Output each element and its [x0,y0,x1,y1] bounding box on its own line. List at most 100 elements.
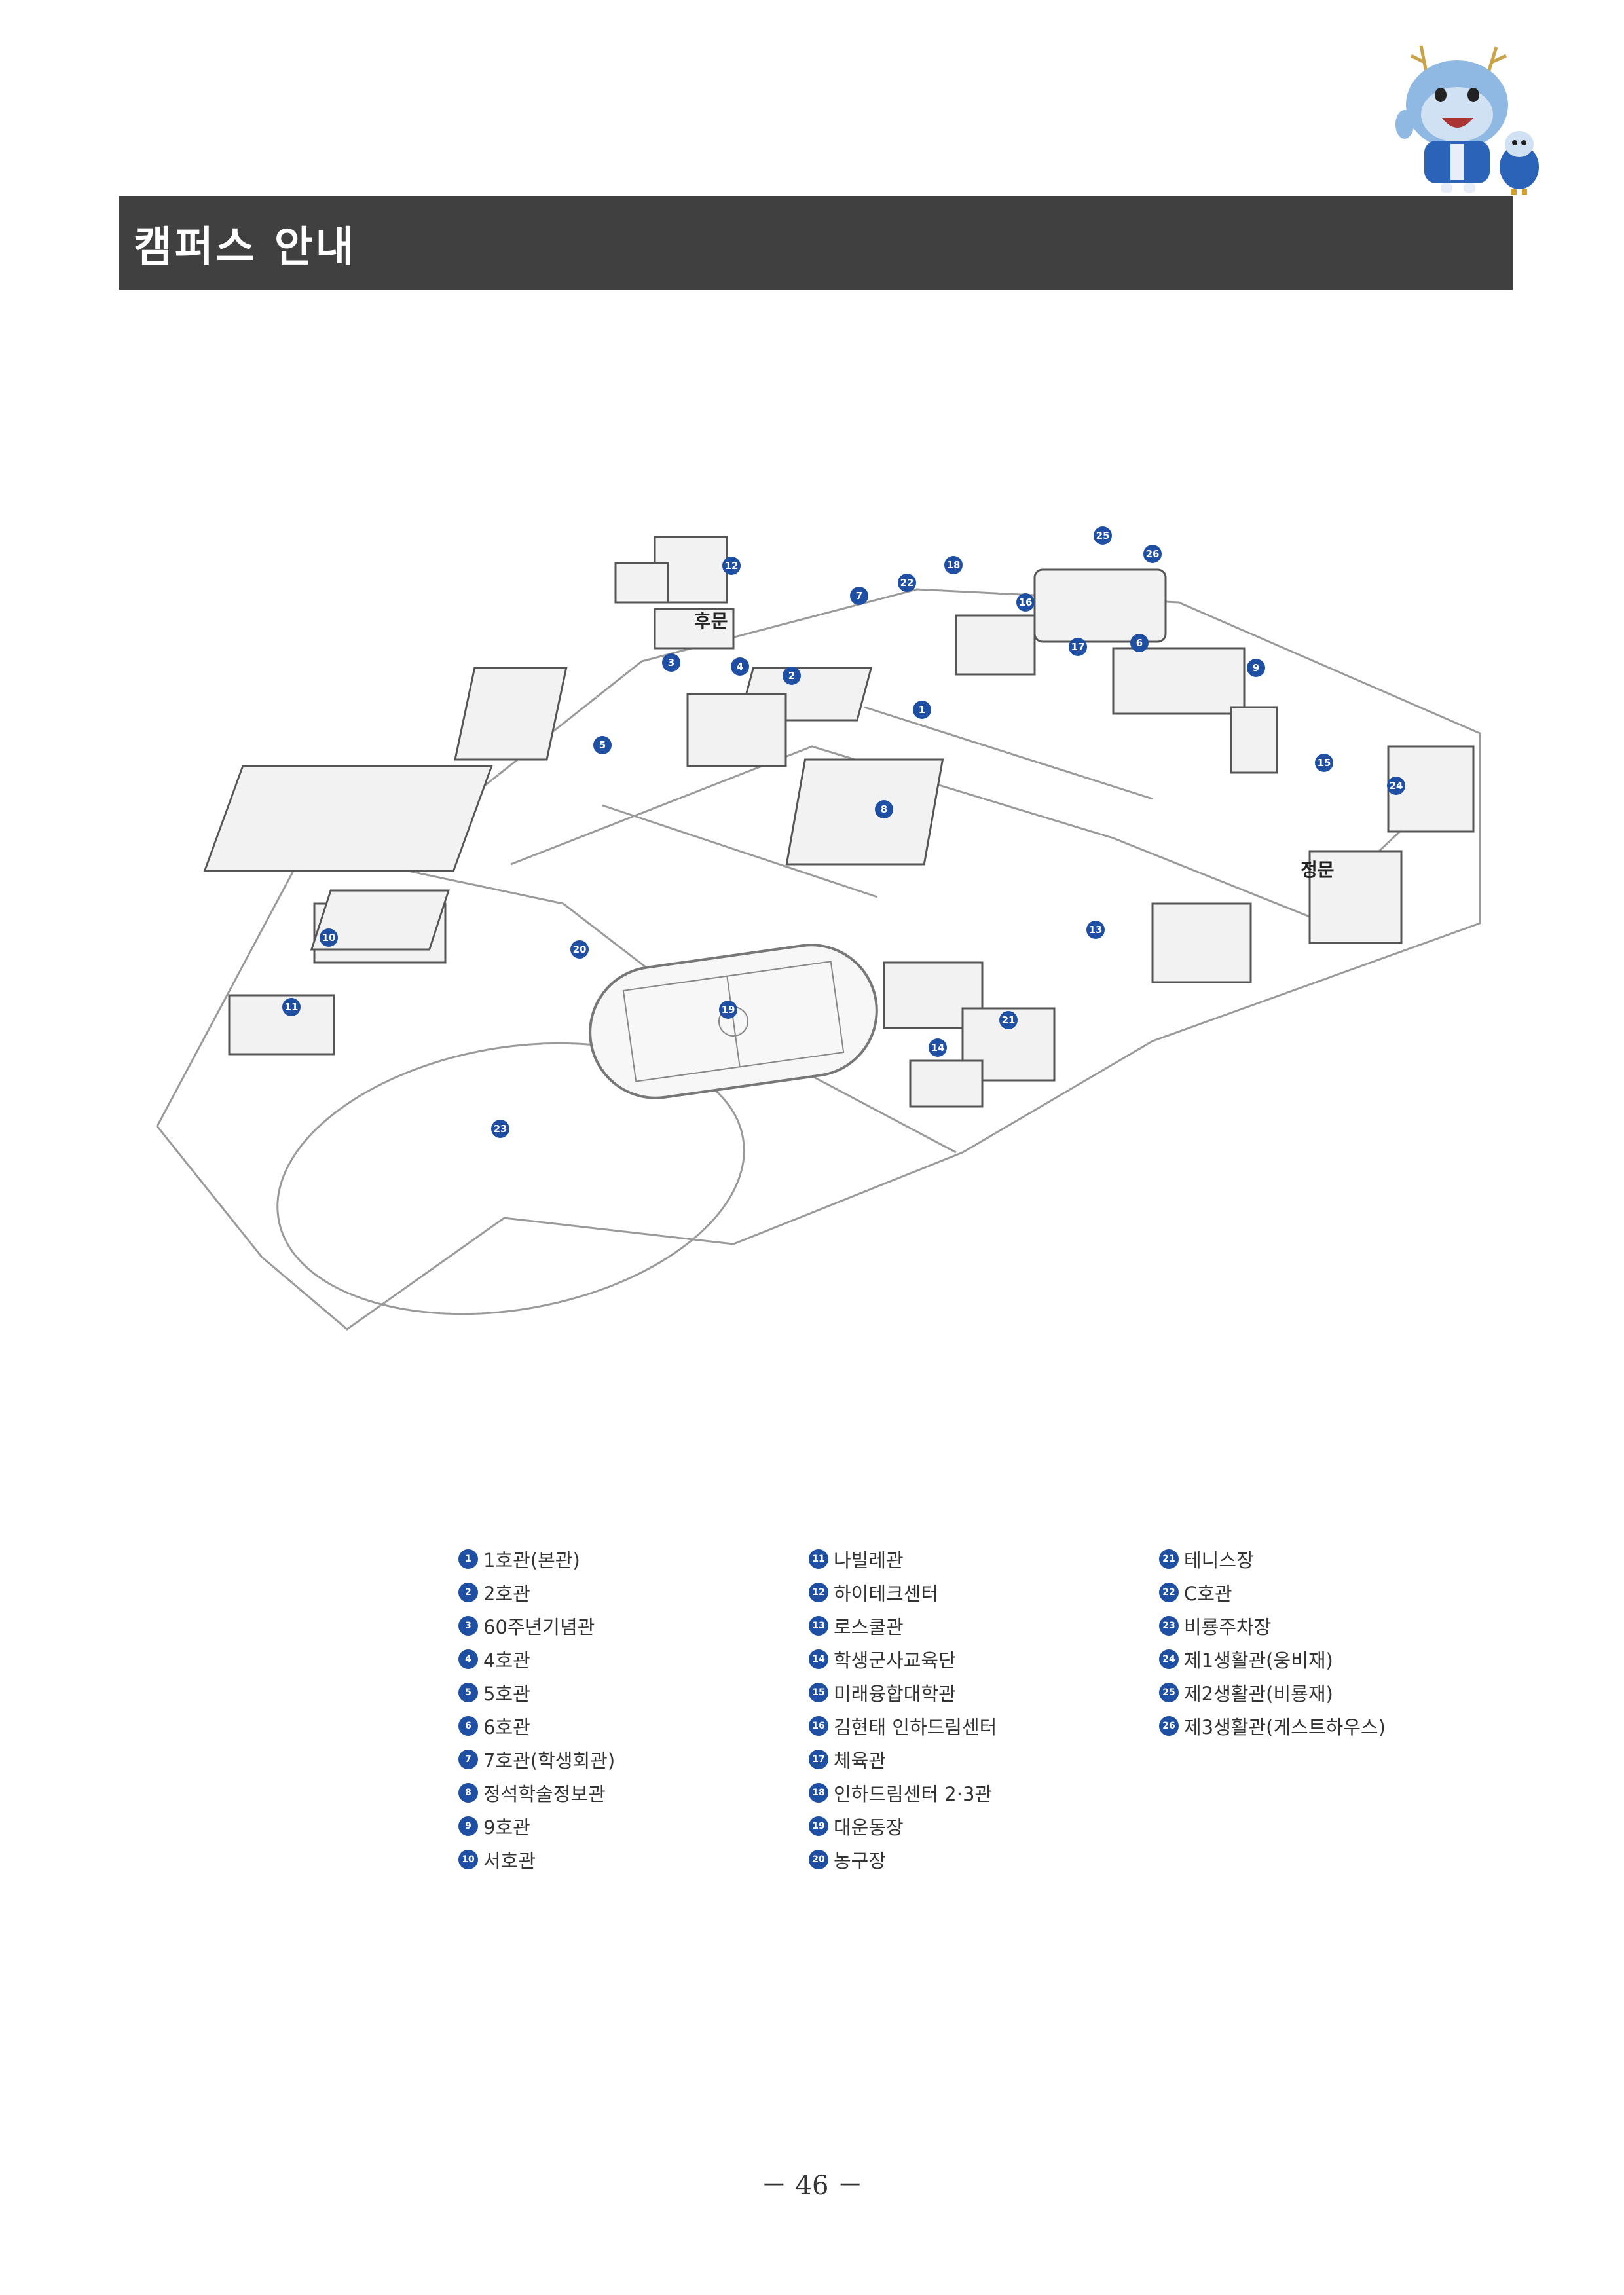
legend-label: 하이테크센터 [834,1582,939,1605]
map-pin[interactable]: 14 [929,1038,947,1057]
campus-map-drawing: 후문 정문 1 2 3 4 5 6 7 8 9 10 11 12 13 14 1… [156,526,1481,1331]
legend-label: 대운동장 [834,1816,904,1839]
map-pin[interactable]: 19 [719,1001,737,1019]
legend-label: 9호관 [483,1816,530,1839]
legend-label: 로스쿨관 [834,1615,904,1638]
map-pin[interactable]: 5 [593,736,612,754]
map-pin[interactable]: 24 [1387,777,1405,795]
map-pin[interactable]: 21 [999,1011,1018,1029]
number-badge: 19 [809,1816,828,1836]
legend-label: 미래융합대학관 [834,1682,956,1705]
number-badge: 11 [809,1549,828,1569]
svg-text:6: 6 [1136,637,1143,649]
svg-text:20: 20 [573,944,587,955]
number-badge: 25 [1159,1682,1179,1702]
map-pin[interactable]: 10 [320,928,338,947]
mascot-illustration [1388,33,1545,196]
map-pin[interactable]: 20 [570,940,589,959]
map-pin[interactable]: 9 [1247,659,1265,677]
legend-label: C호관 [1184,1582,1232,1605]
number-badge: 22 [1159,1582,1179,1602]
number-badge: 16 [809,1716,828,1736]
map-pin[interactable]: 17 [1069,638,1087,656]
number-badge: 1 [458,1549,478,1569]
map-pin[interactable]: 23 [491,1120,509,1138]
map-pin[interactable]: 2 [783,667,801,685]
number-badge: 8 [458,1782,478,1803]
number-badge: 17 [809,1749,828,1769]
number-badge: 12 [809,1582,828,1602]
map-pin[interactable]: 7 [850,587,868,605]
svg-text:23: 23 [494,1123,507,1135]
svg-text:24: 24 [1390,780,1403,792]
number-badge: 26 [1159,1716,1179,1736]
page-title: 캠퍼스 안내 [134,223,357,272]
map-pin[interactable]: 25 [1094,526,1112,545]
legend-label: 비룡주차장 [1184,1615,1272,1638]
map-pin[interactable]: 6 [1130,634,1149,652]
svg-text:4: 4 [737,661,743,672]
legend-label: 제1생활관(웅비재) [1184,1649,1333,1672]
number-badge: 21 [1159,1549,1179,1569]
map-pin[interactable]: 22 [898,574,916,592]
legend-label: 7호관(학생회관) [483,1749,616,1772]
number-badge: 13 [809,1615,828,1636]
number-badge: 23 [1159,1615,1179,1636]
number-badge: 14 [809,1649,828,1669]
svg-text:8: 8 [881,803,887,815]
legend-label: 나빌레관 [834,1549,904,1571]
map-pin[interactable]: 4 [731,657,749,676]
number-badge: 9 [458,1816,478,1836]
map-pin[interactable]: 1 [913,701,931,719]
svg-text:12: 12 [725,560,739,572]
map-pin[interactable]: 11 [282,998,301,1016]
number-badge: 5 [458,1682,478,1702]
svg-text:25: 25 [1096,530,1110,542]
number-badge: 2 [458,1582,478,1602]
number-badge: 3 [458,1615,478,1636]
number-badge: 24 [1159,1649,1179,1669]
main-gate-label: 정문 [1301,859,1335,881]
number-badge: 7 [458,1749,478,1769]
legend-label: 학생군사교육단 [834,1649,956,1672]
map-pin[interactable]: 8 [875,800,893,818]
map-pin[interactable]: 16 [1016,593,1035,612]
legend-label: 정석학술정보관 [483,1782,606,1805]
svg-text:14: 14 [931,1042,945,1054]
back-gate-label: 후문 [694,610,728,632]
map-pin[interactable]: 13 [1086,921,1105,939]
svg-text:18: 18 [947,559,961,571]
map-pin[interactable]: 12 [722,557,741,575]
svg-text:2: 2 [788,670,795,682]
map-pin[interactable]: 26 [1143,545,1162,563]
svg-text:7: 7 [856,590,862,602]
map-pin[interactable]: 18 [944,556,963,574]
map-pin[interactable]: 3 [662,653,680,672]
legend-item: 14 학생군사교육단 [809,1642,1136,1676]
legend-label: 60주년기념관 [483,1615,595,1638]
svg-text:11: 11 [285,1001,299,1013]
legend-label: 제2생활관(비룡재) [1184,1682,1333,1705]
legend-item: 12 하이테크센터 [809,1575,1136,1609]
map-pin[interactable]: 15 [1315,754,1333,772]
svg-text:9: 9 [1253,662,1259,674]
